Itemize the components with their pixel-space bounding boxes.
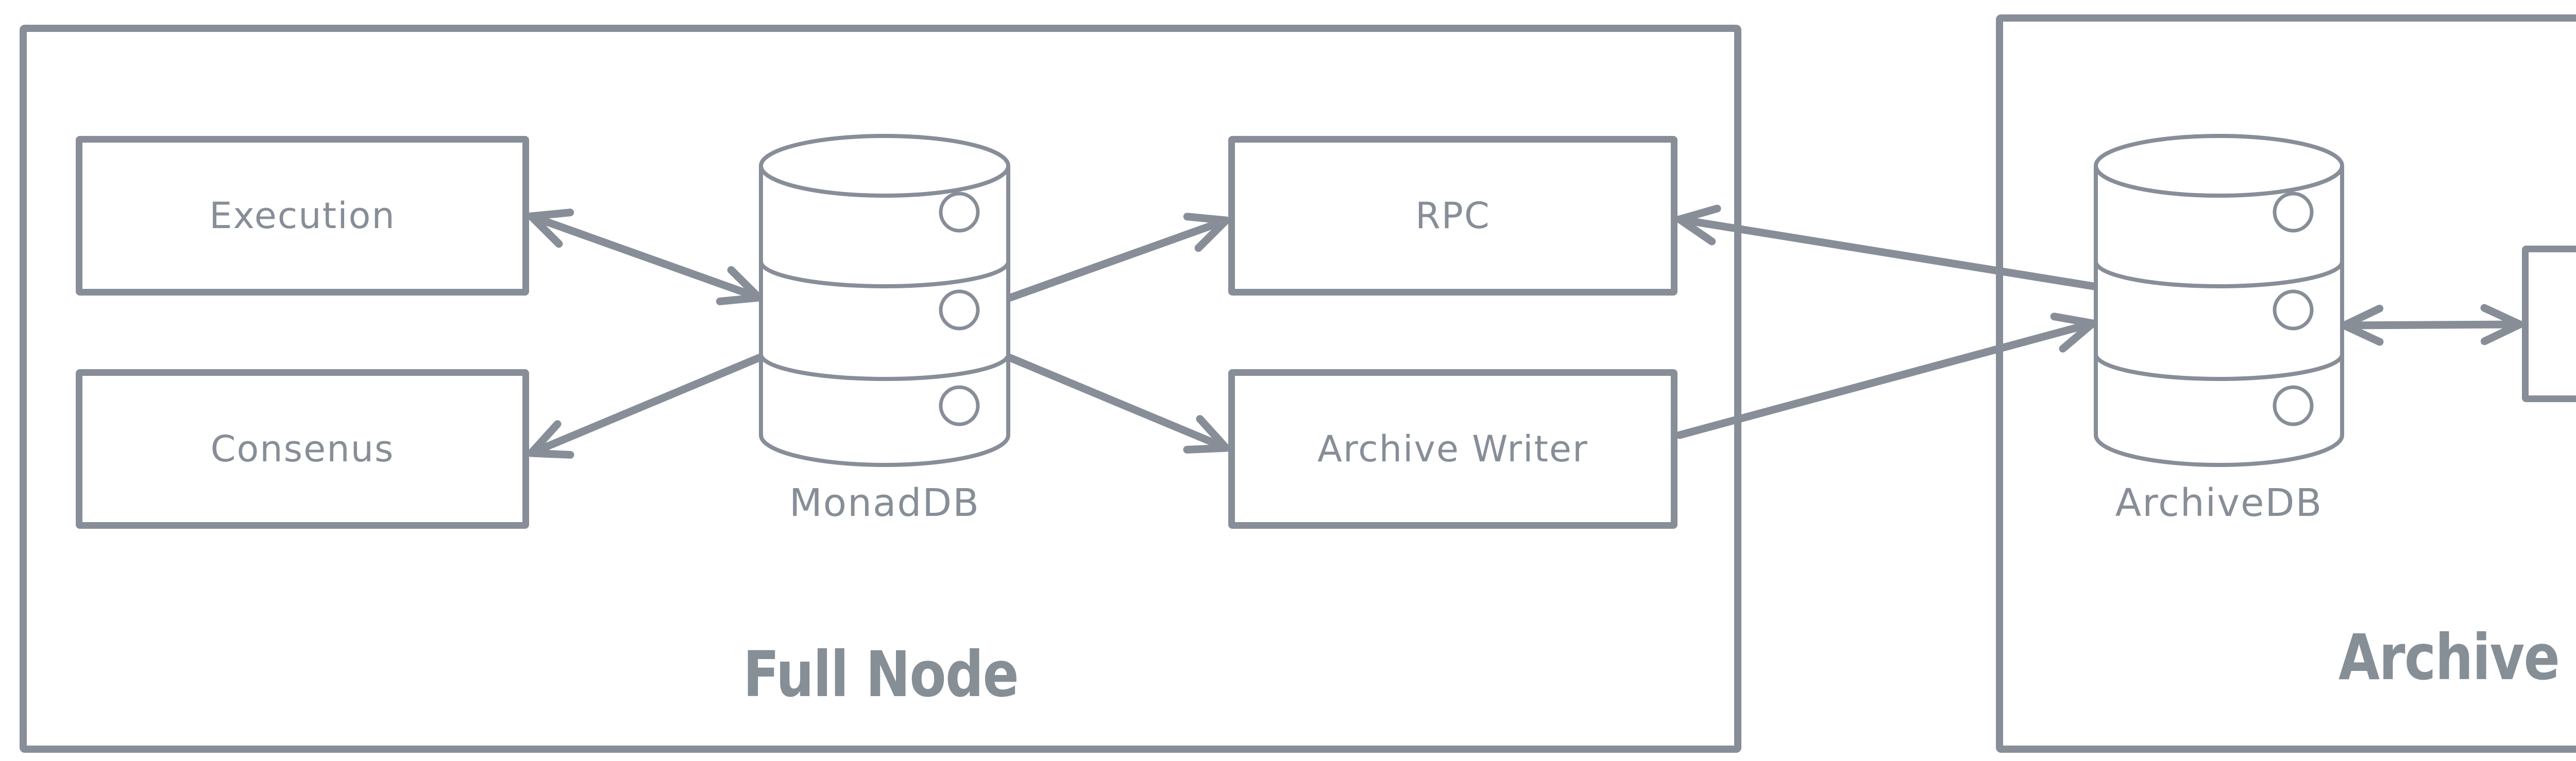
database-monaddb-label: MonadDB: [789, 481, 980, 525]
arrowhead: [716, 266, 763, 305]
full-node-title-text: Full Node: [743, 638, 1019, 711]
arrowhead: [527, 209, 574, 248]
edge-monaddb-archive-writer: [1006, 354, 1230, 454]
database-monaddb: MonadDB: [759, 134, 1010, 525]
container-title-full-node: Full Node: [571, 641, 1190, 708]
cylinder-hole: [2273, 289, 2314, 331]
edge-line: [527, 354, 763, 457]
cylinder-hole: [2273, 192, 2314, 233]
arrowhead: [2340, 304, 2384, 346]
edge-monaddb-rpc: [1006, 213, 1230, 302]
arrowhead: [2050, 313, 2097, 353]
edge-monaddb-consenus: [527, 354, 763, 459]
node-consenus-label: Consenus: [210, 428, 395, 470]
node-archive-writer-label: Archive Writer: [1317, 428, 1588, 470]
cylinder-hole: [939, 192, 980, 233]
cylinder-divider: [2094, 261, 2344, 288]
edge-line: [527, 212, 763, 302]
cylinder-hole: [2273, 385, 2314, 426]
edge-execution-monaddb: [527, 209, 763, 305]
archive-server-title-text: Archive Server: [2338, 621, 2576, 694]
edge-line: [1675, 319, 2097, 439]
node-execution: Execution: [76, 136, 529, 296]
edge-line: [1675, 215, 2098, 290]
cylinder-hole: [939, 385, 980, 426]
cylinder-top: [759, 134, 1010, 198]
edge-archivedb-rpc: [1675, 204, 2098, 290]
container-archive-server: [1996, 14, 2576, 753]
edge-line: [2340, 320, 2524, 330]
node-consenus: Consenus: [76, 369, 529, 529]
edge-archive-writer-archivedb: [1675, 313, 2097, 439]
arrowhead: [1183, 213, 1230, 252]
cylinder-divider: [2094, 354, 2344, 381]
node-indexer: Indexer: [2522, 246, 2576, 402]
arrowhead: [1183, 415, 1230, 454]
node-rpc-label: RPC: [1415, 195, 1490, 237]
edges-layer: [527, 204, 2524, 459]
node-execution-label: Execution: [209, 195, 396, 237]
node-rpc: RPC: [1228, 136, 1677, 296]
arrowhead: [1675, 204, 1721, 246]
cylinder-divider: [759, 354, 1010, 381]
node-archive-writer: Archive Writer: [1228, 369, 1677, 529]
container-full-node: [20, 25, 1741, 753]
database-archivedb: ArchiveDB: [2094, 134, 2344, 525]
cylinder-top: [2094, 134, 2344, 198]
edge-line: [1006, 354, 1230, 452]
arrowhead: [2480, 304, 2524, 345]
arrowhead: [527, 420, 574, 459]
database-archivedb-label: ArchiveDB: [2115, 481, 2323, 525]
edge-archivedb-indexer: [2340, 304, 2524, 346]
cylinder-hole: [939, 289, 980, 331]
edge-line: [1006, 216, 1230, 302]
container-title-archive-server: Archive Server: [2245, 624, 2576, 691]
cylinder-divider: [759, 261, 1010, 288]
